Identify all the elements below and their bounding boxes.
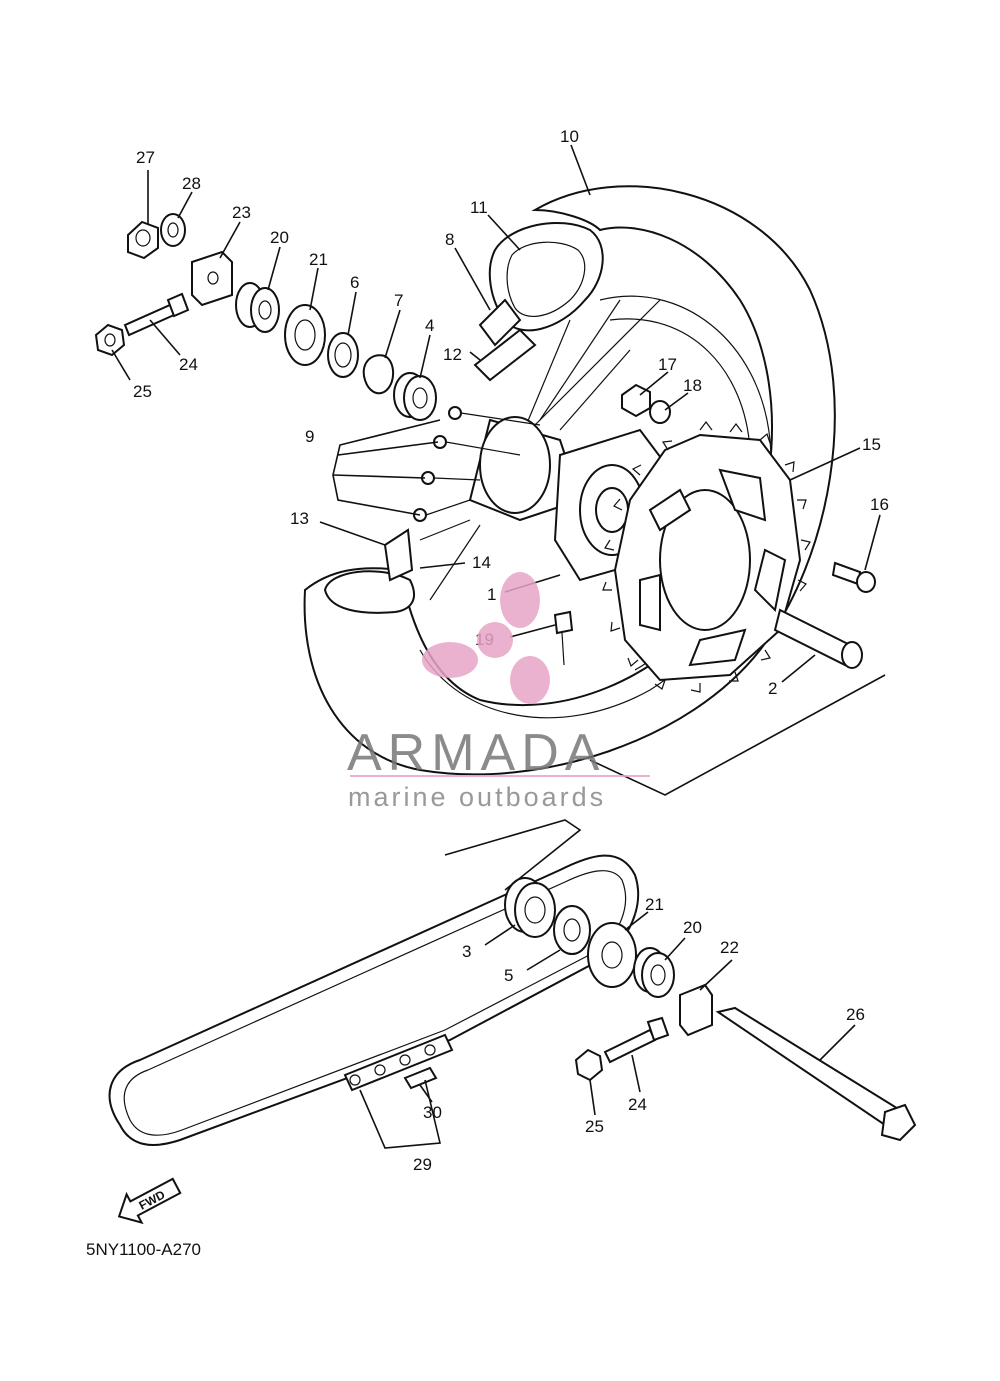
callout-25-lower: 25 [585,1117,604,1136]
propeller-logo [422,572,550,704]
drive-chain [108,854,640,1146]
callout-21-lower: 21 [645,895,664,914]
hub-parts-right [504,877,917,1142]
callout-2: 2 [768,679,777,698]
callout-1: 1 [487,585,496,604]
callout-20-lower: 20 [683,918,702,937]
callout-12: 12 [443,345,462,364]
callout-6: 6 [350,273,359,292]
hub-parts-left [94,213,541,522]
callout-7: 7 [394,291,403,310]
callout-24-upper: 24 [179,355,198,374]
callout-5: 5 [504,966,513,985]
callout-9: 9 [305,427,314,446]
callout-27: 27 [136,148,155,167]
callout-17: 17 [658,355,677,374]
watermark-title: ARMADA [347,724,605,782]
callout-21-upper: 21 [309,250,328,269]
callout-23: 23 [232,203,251,222]
diagram-code: 5NY1100-A270 [86,1240,201,1259]
callout-3: 3 [462,942,471,961]
callout-25-upper: 25 [133,382,152,401]
callout-14: 14 [472,553,491,572]
leader-lines [111,144,886,1149]
callout-11: 11 [470,198,488,217]
callout-8: 8 [445,230,454,249]
hub [468,416,672,582]
callout-16: 16 [870,495,889,514]
callout-20-upper: 20 [270,228,289,247]
callout-18: 18 [683,376,702,395]
callout-15: 15 [862,435,881,454]
callout-30: 30 [423,1103,442,1122]
callout-22: 22 [720,938,739,957]
fwd-arrow: FWD [117,1177,182,1225]
watermark-subtitle: marine outboards [348,782,606,812]
sprocket [602,421,811,693]
callout-26: 26 [846,1005,865,1024]
callout-4: 4 [425,316,434,335]
callout-29: 29 [413,1155,432,1174]
rear-wheel [303,185,876,776]
callout-10: 10 [560,127,579,146]
armada-watermark: ARMADA marine outboards [347,572,650,812]
callout-13: 13 [290,509,309,528]
callout-24-lower: 24 [628,1095,647,1114]
callout-28: 28 [182,174,201,193]
